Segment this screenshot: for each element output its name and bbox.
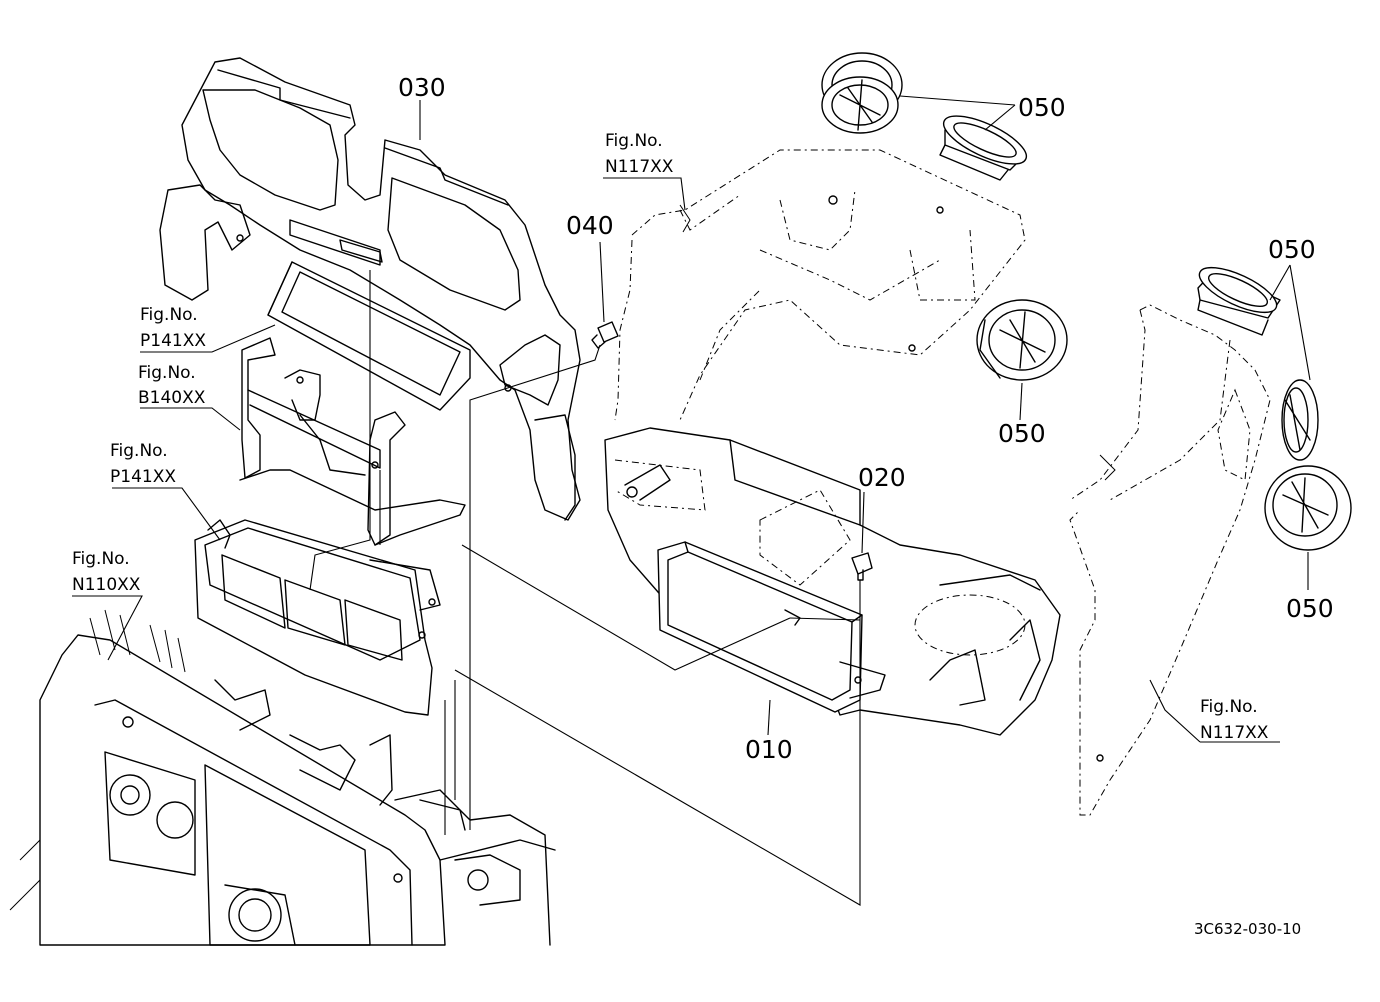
label-leader-lines — [72, 95, 1311, 743]
side-housing-n117 — [1069, 304, 1271, 816]
fig-ref-2-line1: Fig.No. — [140, 305, 198, 325]
vent-louver-050-f — [1264, 465, 1352, 551]
fig-ref-4-line2: P141XX — [110, 467, 176, 487]
vent-louver-050-b — [939, 115, 1028, 181]
vent-louver-050-e — [1281, 379, 1319, 461]
bolt-040 — [591, 321, 619, 349]
main-duct-010 — [604, 427, 1061, 736]
fig-ref-5-line1: Fig.No. — [72, 549, 130, 569]
label-040: 040 — [566, 211, 614, 240]
duct-p141-lower — [194, 519, 441, 716]
fig-ref-3-line2: B140XX — [138, 388, 206, 408]
label-030: 030 — [398, 73, 446, 102]
fig-ref-6-line1: Fig.No. — [1200, 697, 1258, 717]
label-050-right-bottom: 050 — [1286, 594, 1334, 623]
label-050-mid: 050 — [998, 419, 1046, 448]
figure-reference-labels: Fig.No. N117XX Fig.No. P141XX Fig.No. B1… — [72, 131, 1269, 743]
bracket-b140 — [239, 337, 466, 546]
cab-frame-n110 — [9, 609, 556, 946]
panel-cover-030 — [159, 57, 581, 521]
vent-louver-050-a — [821, 52, 903, 134]
assembly-center-lines — [309, 270, 861, 906]
duct-p141-upper — [267, 261, 471, 411]
fig-ref-2-line2: P141XX — [140, 331, 206, 351]
label-050-top: 050 — [1018, 93, 1066, 122]
fig-ref-1-line1: Fig.No. — [605, 131, 663, 151]
part-number-labels: 030 040 050 050 050 050 020 010 — [398, 73, 1334, 764]
fig-ref-3-line1: Fig.No. — [138, 363, 196, 383]
fig-ref-5-line2: N110XX — [72, 575, 141, 595]
fig-ref-1-line2: N117XX — [605, 157, 674, 177]
label-010: 010 — [745, 735, 793, 764]
center-housing-n117 — [614, 149, 1026, 421]
label-050-right-top: 050 — [1268, 235, 1316, 264]
fig-ref-6-line2: N117XX — [1200, 723, 1269, 743]
fig-ref-4-line1: Fig.No. — [110, 441, 168, 461]
label-020: 020 — [858, 463, 906, 492]
drawing-code: 3C632-030-10 — [1194, 920, 1301, 938]
vent-louver-050-d — [1197, 266, 1281, 336]
vent-louver-050-c — [976, 299, 1068, 381]
